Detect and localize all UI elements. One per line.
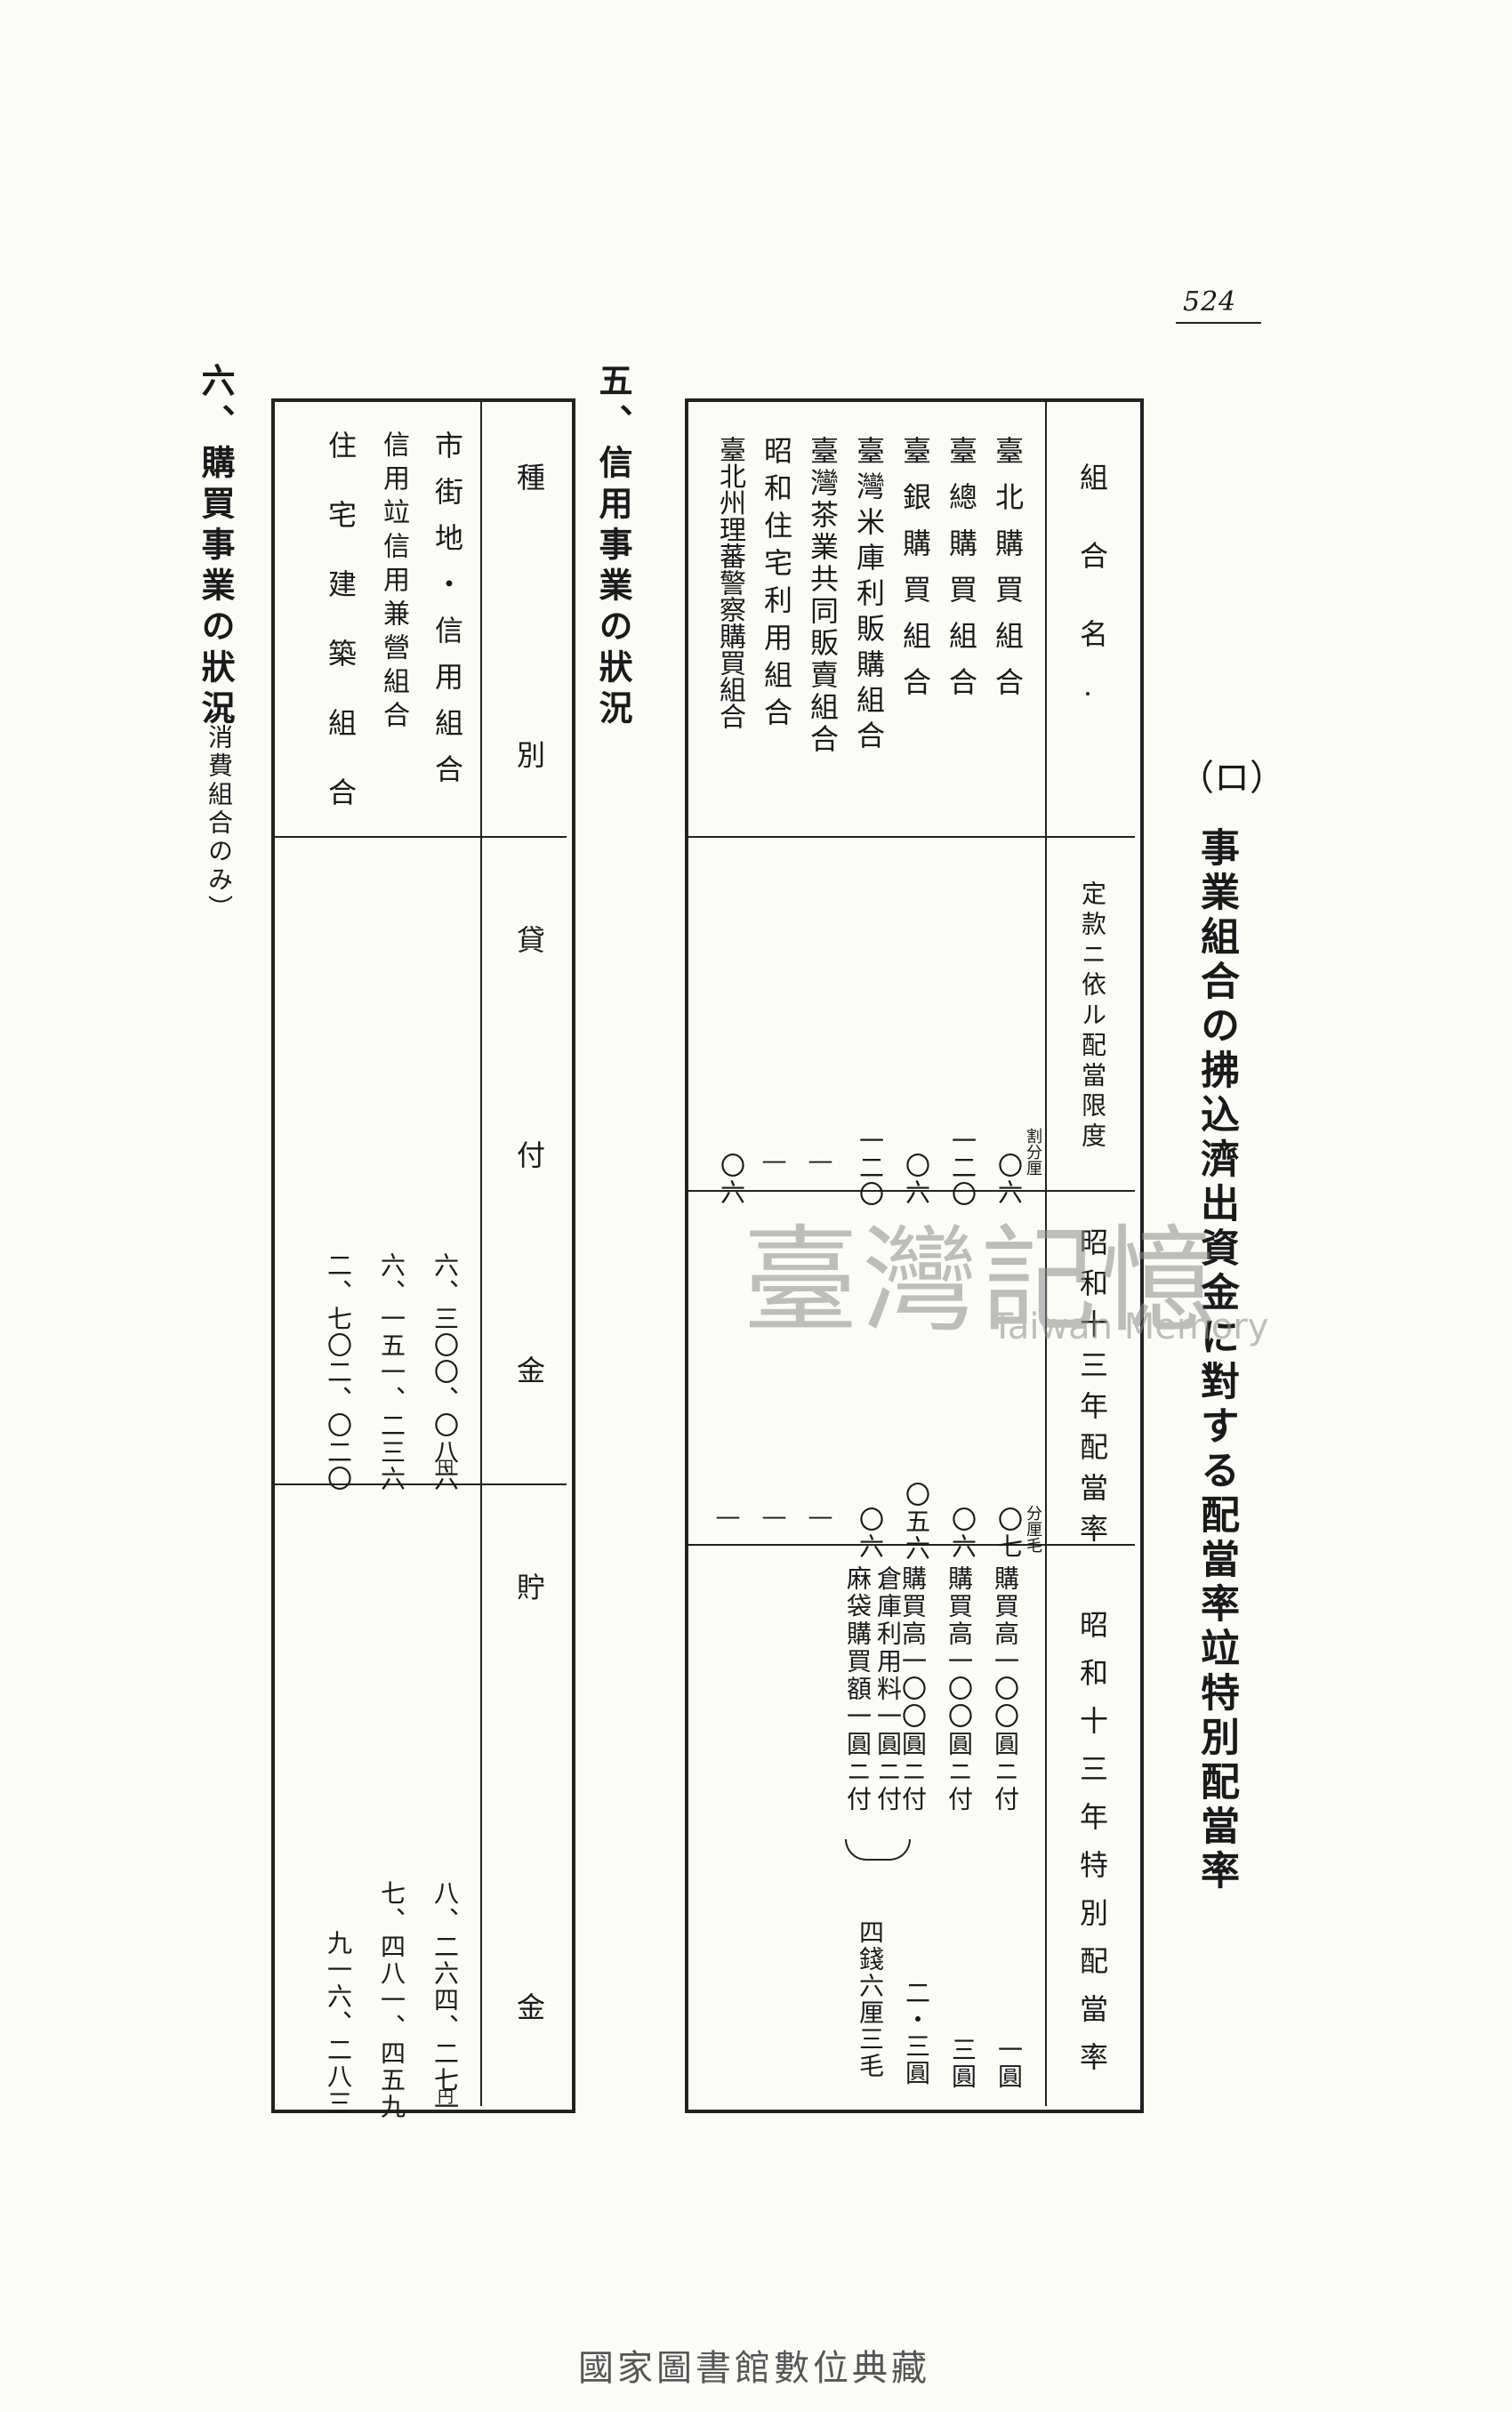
credit-table — [271, 398, 575, 2113]
row-4-limit: 一二〇 — [856, 1128, 885, 1208]
credit-row-3-deposit: 九一六、二八三 — [324, 1930, 353, 2117]
row-3-special: 二・三圓 — [902, 1980, 931, 2086]
row-4-name: 臺灣米庫利販購組合 — [852, 436, 886, 756]
credit-header-type-text: 種別 — [512, 462, 546, 1017]
section-ro-title: 事業組合の拂込濟出資金に對する配當率竝特別配當率 — [1194, 827, 1239, 1894]
header-rate: 昭和十三年配當率 — [1075, 1227, 1109, 1555]
row-3-name: 臺銀購買組合 — [898, 436, 932, 713]
credit-row-1-deposit: 八、二六四、二七一 — [430, 1880, 460, 2120]
row-5-rate: — — [806, 1501, 835, 1532]
row-2-cond: 購買高一〇〇圓ニ付 — [945, 1565, 974, 1813]
page-number: 524 — [1183, 286, 1237, 318]
row-2-special: 三圓 — [948, 2037, 977, 2090]
row-5-cond: 麻袋購買額一圓ニ付 — [843, 1565, 873, 1813]
row-2-rate: 〇六 — [948, 1507, 977, 1560]
row-3-limit: 〇六 — [902, 1153, 931, 1206]
row-7-limit: 〇六 — [717, 1153, 746, 1206]
row-5-special: 四錢六厘三毛 — [856, 1919, 885, 2079]
row-1-name: 臺北購買組合 — [991, 436, 1025, 713]
watermark-logo-text: 臺灣記憶 — [743, 1213, 1220, 1348]
row-1-cond: 購買高一〇〇圓ニ付 — [991, 1565, 1020, 1813]
row-4-cond: 倉庫利用料一圓ニ付 — [873, 1565, 903, 1813]
credit-table-band-divider — [275, 1483, 567, 1485]
credit-row-1-type: 市街地・信用組合 — [430, 430, 464, 800]
row-2-limit: 一二〇 — [948, 1128, 977, 1208]
row-5-limit: — — [806, 1146, 835, 1177]
credit-table-band-divider — [275, 836, 567, 838]
row-4-rate: 〇六 — [856, 1507, 885, 1560]
section-ro-marker: （ロ） — [1178, 758, 1285, 799]
credit-header-deposit: 貯金 — [512, 1572, 546, 2412]
row-3-cond: 購買高一〇〇圓ニ付 — [898, 1565, 928, 1813]
dividend-table — [685, 398, 1144, 2113]
row-2-name: 臺總購買組合 — [945, 436, 978, 713]
row-1-rate: 〇七 — [994, 1507, 1024, 1560]
dividend-table-header-divider — [1045, 402, 1047, 2106]
header-name: 組合名 — [1075, 462, 1109, 697]
credit-row-3-loan: 二、七〇二、〇二〇 — [324, 1252, 353, 1492]
row-6-name: 昭和住宅利用組合 — [760, 436, 793, 735]
row-7-name: 臺北州理蕃警察購買組合 — [714, 436, 745, 729]
row-7-rate: — — [713, 1501, 743, 1532]
credit-row-3-type: 住宅建築組合 — [324, 430, 358, 847]
page-number-rule — [1176, 322, 1261, 324]
dividend-table-band-divider — [688, 1190, 1135, 1192]
footer-credit: 國家圖書館數位典藏 — [578, 2348, 930, 2389]
credit-loan-unit: 円 — [435, 1459, 454, 1475]
credit-row-2-deposit: 七、四八一、四五九 — [377, 1880, 406, 2120]
dividend-table-band-divider — [688, 836, 1135, 838]
section-6-heading: 六、購買事業の狀況 — [196, 363, 236, 731]
row-6-rate: — — [760, 1501, 789, 1532]
row-5-name: 臺灣茶業共同販賣組合 — [806, 436, 840, 756]
credit-row-2-loan: 六、一五一、二三六 — [377, 1252, 406, 1492]
credit-row-2-type: 信用竝信用兼營組合 — [378, 430, 409, 735]
watermark-english-text: Taiwan Memory — [992, 1306, 1269, 1347]
row-1-special: 一圓 — [994, 2037, 1024, 2090]
row-3-rate: 〇五六 — [902, 1482, 931, 1562]
credit-deposit-unit: 円 — [435, 2088, 454, 2104]
row-6-limit: — — [760, 1146, 789, 1177]
header-special: 昭和十三年特別配當率 — [1075, 1610, 1109, 2090]
rate-unit: 分厘毛 — [1024, 1505, 1042, 1553]
dividend-table-band-divider — [688, 1544, 1135, 1546]
limit-unit: 割分厘 — [1024, 1128, 1042, 1176]
credit-header-loan: 貸付金 — [512, 925, 546, 1571]
section-6-note: （消費組合のみ） — [205, 695, 234, 923]
watermark: 臺灣記憶 Taiwan Memory — [743, 1187, 1268, 1348]
row-1-limit: 〇六 — [994, 1153, 1024, 1206]
header-dot — [1086, 692, 1090, 695]
credit-table-header-divider — [480, 402, 482, 2106]
header-limit: 定款ニ依ル配當限度 — [1078, 880, 1107, 1153]
section-5-heading: 五、信用事業の狀況 — [593, 363, 633, 731]
credit-row-1-loan: 六、三〇〇、〇八六 — [430, 1252, 460, 1492]
